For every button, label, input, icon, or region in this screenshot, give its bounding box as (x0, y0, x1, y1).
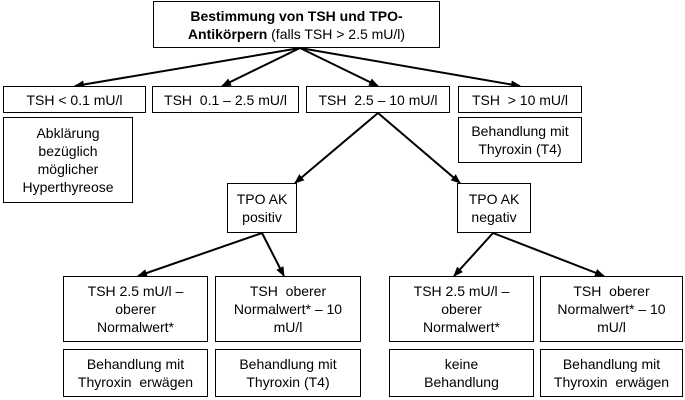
pos-range-high-line-1: TSH oberer (249, 283, 327, 299)
pos-range-low-line-2: oberer (115, 301, 156, 317)
neg-range-low-line-3: Normalwert* (422, 319, 500, 335)
pos-high-action-line-2: Thyroxin (T4) (246, 374, 330, 390)
neg-range-low-box: TSH 2.5 mU/l – oberer Normalwert* (389, 276, 534, 342)
neg-range-low-line-1: TSH 2.5 mU/l – (413, 283, 510, 299)
pos-low-action-line-1: Behandlung mit (86, 356, 185, 372)
pos-range-high-box: TSH oberer Normalwert* – 10 mU/l (215, 276, 361, 342)
pos-low-action-line-2: Thyroxin erwägen (77, 374, 194, 390)
arrow-root-to-gt10 (299, 47, 521, 89)
tpo-negative-line-2: negativ (471, 209, 517, 225)
tpo-positive-box: TPO AK positiv (227, 183, 297, 233)
root-line2-rest: (falls TSH > 2.5 mU/l) (267, 25, 406, 42)
tpo-negative-line-1: TPO AK (468, 191, 520, 207)
pos-range-high-line-3: mU/l (273, 319, 303, 335)
pos-range-high-line-2: Normalwert* – 10 (233, 301, 343, 317)
hyperthyreose-box: Abklärung bezüglich möglicher Hyperthyre… (3, 117, 133, 203)
range-2-5-10: TSH 2.5 – 10 mU/l (306, 86, 450, 113)
arrow-neg-to-right (492, 232, 605, 277)
neg-range-low-line-2: oberer (441, 301, 482, 317)
tpo-negative-box: TPO AK negativ (457, 183, 531, 233)
root-line2: Antikörpern (falls TSH > 2.5 mU/l) (188, 25, 405, 43)
range-gt-10: TSH > 10 mU/l (458, 86, 582, 113)
arrow-pos-to-right (261, 232, 285, 277)
tpo-positive-line-1: TPO AK (236, 191, 288, 207)
arrow-to-tpo-negative (377, 112, 461, 184)
neg-high-action-line-1: Behandlung mit (562, 356, 661, 372)
neg-range-high-line-1: TSH oberer (573, 283, 650, 299)
neg-range-high-line-2: Normalwert* – 10 (557, 301, 666, 317)
hyper-line-3: möglicher (37, 161, 99, 177)
neg-high-action-line-2: Thyroxin erwägen (553, 374, 670, 390)
range-2-5-10-label: TSH 2.5 – 10 mU/l (318, 91, 438, 108)
hyper-line-2: bezüglich (38, 143, 98, 159)
arrow-root-to-25-10 (299, 47, 379, 87)
arrow-pos-to-left (137, 232, 263, 277)
pos-low-action-box: Behandlung mit Thyroxin erwägen (63, 349, 208, 397)
hyper-line-4: Hyperthyreose (22, 179, 114, 195)
arrow-root-to-01-25 (221, 47, 301, 87)
arrow-to-tpo-positive (294, 112, 379, 184)
range-lt-0-1: TSH < 0.1 mU/l (3, 86, 146, 113)
root-line2-bold: Antikörpern (187, 25, 268, 42)
gt10-line-1: Behandlung mit (471, 123, 569, 139)
pos-high-action-box: Behandlung mit Thyroxin (T4) (215, 349, 361, 397)
gt10-line-2: Thyroxin (T4) (478, 141, 562, 157)
range-lt-0-1-label: TSH < 0.1 mU/l (26, 91, 123, 108)
neg-range-high-box: TSH oberer Normalwert* – 10 mU/l (540, 276, 683, 342)
neg-low-action-line-1: keine (444, 356, 479, 372)
neg-high-action-box: Behandlung mit Thyroxin erwägen (540, 349, 683, 397)
hyper-line-1: Abklärung (36, 125, 100, 141)
range-0-1-2-5-label: TSH 0.1 – 2.5 mU/l (164, 91, 287, 108)
gt10-treatment-box: Behandlung mit Thyroxin (T4) (458, 117, 582, 163)
range-0-1-2-5: TSH 0.1 – 2.5 mU/l (152, 86, 299, 113)
arrow-root-to-lt01 (74, 47, 301, 89)
neg-low-action-line-2: Behandlung (424, 374, 499, 390)
arrow-neg-to-left (453, 232, 494, 277)
pos-high-action-line-1: Behandlung mit (239, 356, 337, 372)
root-line1: Bestimmung von TSH und TPO- (190, 7, 403, 24)
pos-range-low-box: TSH 2.5 mU/l – oberer Normalwert* (63, 276, 208, 342)
neg-low-action-box: keine Behandlung (389, 349, 534, 397)
pos-range-low-line-1: TSH 2.5 mU/l – (87, 283, 184, 299)
root-box: Bestimmung von TSH und TPO- Antikörpern … (153, 1, 440, 48)
tpo-positive-line-2: positiv (242, 209, 282, 225)
range-gt-10-label: TSH > 10 mU/l (471, 91, 569, 108)
pos-range-low-line-3: Normalwert* (96, 319, 174, 335)
neg-range-high-line-3: mU/l (597, 319, 626, 335)
